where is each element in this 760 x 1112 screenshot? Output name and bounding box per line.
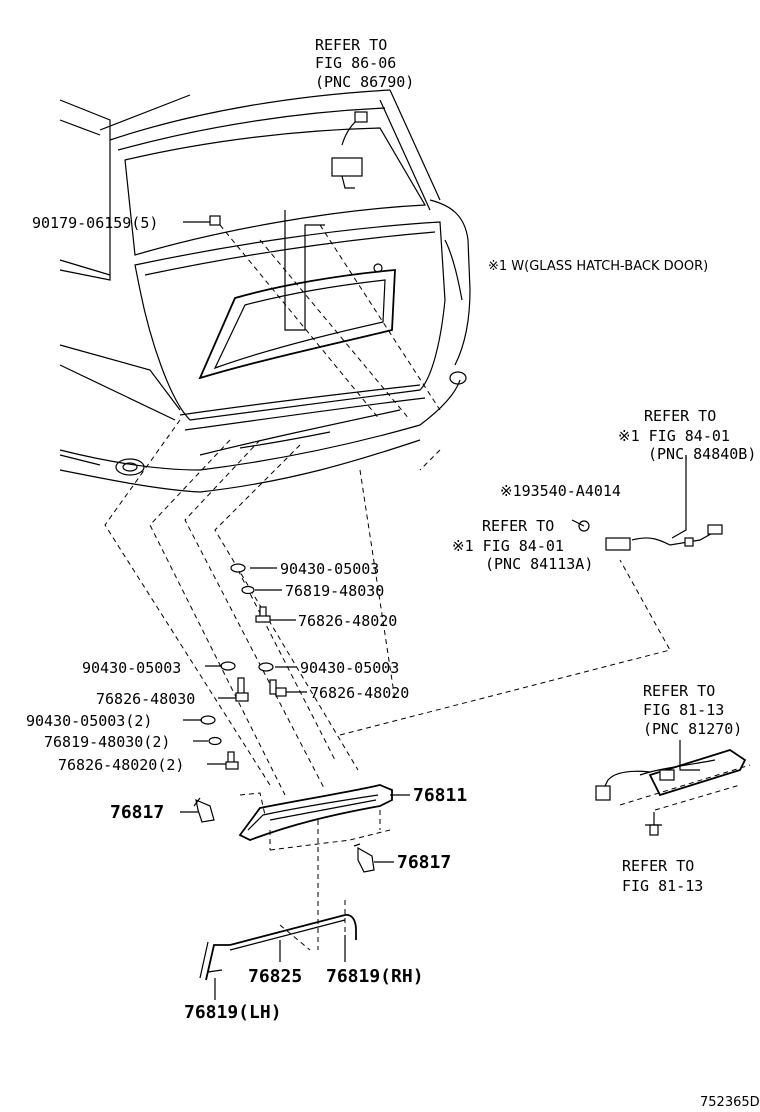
part-label-76817-left: 76817 — [110, 802, 164, 823]
glass-hatch-note: ※1 W(GLASS HATCH-BACK DOOR) — [488, 259, 708, 274]
nut-90430-d — [200, 715, 216, 725]
part-label-90430-b: 90430-05003 — [82, 659, 181, 677]
ref-right-upper: REFER TO ※1 FIG 84-01 (PNC 84840B) — [618, 407, 756, 463]
harness-84840 — [605, 455, 723, 551]
part-label-76819-b: 76819-48030(2) — [44, 733, 170, 751]
part-label-76811: 76811 — [413, 785, 467, 806]
part-label-90430-a: 90430-05003 — [280, 560, 379, 578]
harness-81270 — [595, 740, 747, 836]
ref-right-bottom-line2: FIG 81-13 — [622, 877, 703, 895]
ref-right-lower-line2: FIG 81-13 — [643, 701, 724, 719]
ref-right-upper-line1: REFER TO — [644, 407, 716, 425]
part-label-76819-lh: 76819(LH) — [184, 1002, 282, 1023]
figure-id: 752365D — [700, 1095, 760, 1110]
ref-right-bottom: REFER TO FIG 81-13 — [622, 857, 703, 895]
ref-top: REFER TO FIG 86-06 (PNC 86790) — [315, 36, 414, 91]
nut-90430-a — [230, 563, 246, 573]
part-label-93540: ※193540-A4014 — [500, 482, 621, 500]
ref-right-bottom-line1: REFER TO — [622, 857, 694, 875]
brackets-76817 — [193, 797, 375, 873]
fasteners — [200, 520, 590, 770]
ref-right-lower-line1: REFER TO — [643, 682, 715, 700]
part-label-90430-c: 90430-05003 — [300, 659, 399, 677]
screw-76826-c — [269, 679, 277, 695]
ref-top-line1: REFER TO — [315, 36, 387, 54]
vehicle-rear-illustration — [59, 89, 471, 493]
screw-head-76826-b — [235, 692, 249, 702]
part-label-76826-b: 76826-48030 — [96, 690, 195, 708]
ref-right-mid: REFER TO ※1 FIG 84-01 (PNC 84113A) — [452, 517, 593, 573]
part-label-76819-rh: 76819(RH) — [326, 966, 424, 987]
ref-right-mid-line1: REFER TO — [482, 517, 554, 535]
moldings — [199, 914, 357, 981]
screw-head-76826-c — [275, 687, 287, 697]
ref-top-line3: (PNC 86790) — [315, 73, 414, 91]
nut-90430-b — [220, 661, 236, 671]
part-label-76825: 76825 — [248, 966, 302, 987]
part-label-76826-d: 76826-48020(2) — [58, 756, 184, 774]
part-label-76826-c: 76826-48020 — [310, 684, 409, 702]
part-label-76819-a: 76819-48030 — [285, 582, 384, 600]
garnish-76811-part — [238, 784, 393, 841]
nut-90430-c — [258, 662, 274, 672]
part-label-76826-a: 76826-48020 — [298, 612, 397, 630]
clip-76819-b — [208, 736, 222, 746]
dashed-leader-lines — [104, 224, 751, 951]
ref-right-upper-line2: ※1 FIG 84-01 — [618, 427, 730, 445]
part-label-90430-d: 90430-05003(2) — [26, 712, 152, 730]
screw-head-76826-d — [225, 761, 239, 770]
ref-right-upper-line3: (PNC 84840B) — [648, 445, 756, 463]
label-leaders — [180, 221, 687, 1000]
screw-head-76826-a — [255, 615, 271, 623]
part-label-76817-right: 76817 — [397, 852, 451, 873]
clip-76819-a — [241, 585, 255, 595]
ref-right-mid-line2: ※1 FIG 84-01 — [452, 537, 564, 555]
ref-right-lower: REFER TO FIG 81-13 (PNC 81270) — [643, 682, 742, 738]
ref-right-lower-line3: (PNC 81270) — [643, 720, 742, 738]
ref-right-mid-line3: (PNC 84113A) — [485, 555, 593, 573]
part-label-90179: 90179-06159(5) — [32, 214, 158, 232]
ref-top-line2: FIG 86-06 — [315, 54, 396, 72]
